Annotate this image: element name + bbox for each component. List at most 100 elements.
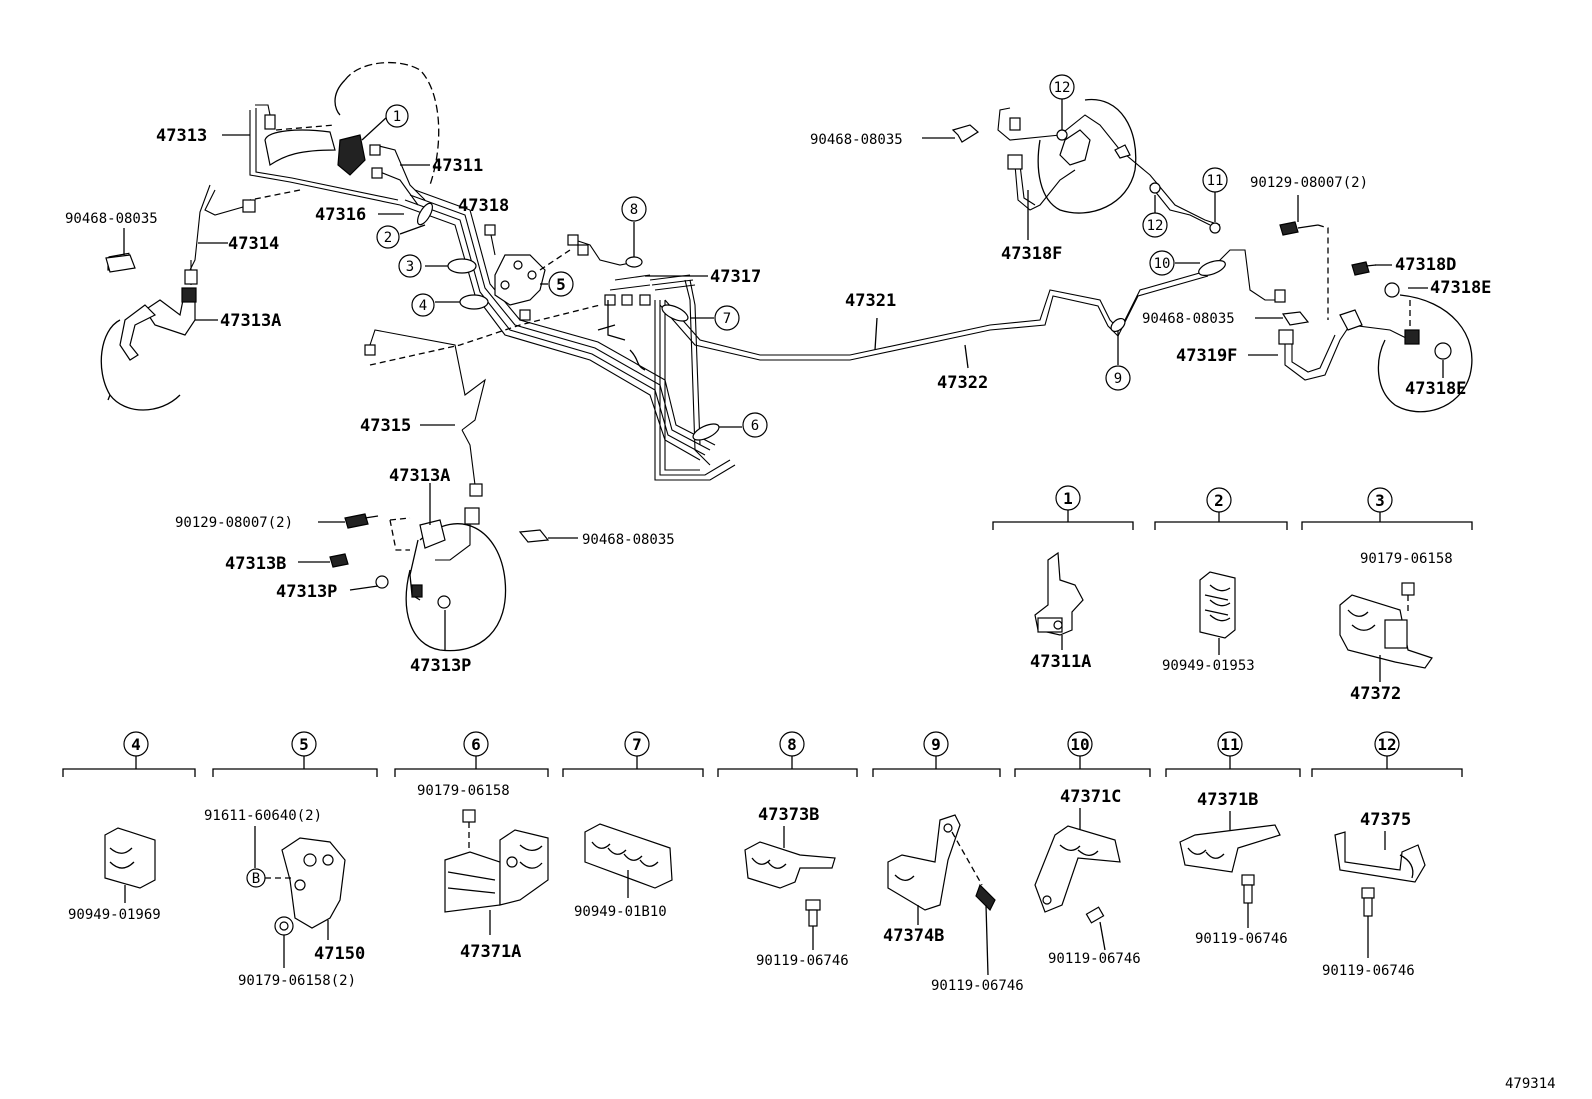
section-7-clamp (584, 823, 673, 898)
svg-text:3: 3 (1375, 491, 1385, 510)
callout-5: 5 (548, 271, 574, 297)
callout-8: 8 (621, 196, 647, 222)
callout-6: 6 (742, 412, 768, 438)
label-47315: 47315 (360, 416, 411, 436)
svg-text:5: 5 (299, 735, 309, 754)
abs-actuator (484, 224, 636, 321)
svg-text:8: 8 (630, 202, 638, 218)
svg-text:7: 7 (723, 311, 731, 327)
label-47313P-a: 47313P (276, 582, 337, 602)
svg-text:3: 3 (406, 259, 414, 275)
section-10-bracket: 47371C (1034, 787, 1121, 951)
bolt-marker-B: B (252, 871, 260, 887)
svg-text:2: 2 (384, 230, 392, 246)
leader-lines (105, 98, 1444, 650)
section-12-num: 12 (1374, 731, 1400, 757)
label-47319F: 47319F (1176, 346, 1237, 366)
svg-text:11: 11 (1207, 173, 1224, 189)
label-90949-01969: 90949-01969 (68, 907, 161, 923)
upper-part-labels: 47313 47311 47316 4 7 3 1 8 90468-08035 4731… (65, 126, 1491, 676)
label-90119-06746-s11: 90119-06746 (1195, 931, 1288, 947)
label-47318D: 47318D (1395, 255, 1456, 275)
section-3-num: 3 (1367, 487, 1393, 513)
label-47311A: 47311A (1030, 652, 1091, 672)
svg-text:4: 4 (419, 298, 427, 314)
section-1-num: 1 (1055, 485, 1081, 511)
label-90119-06746-s12: 90119-06746 (1322, 963, 1415, 979)
svg-text:8: 8 (787, 735, 797, 754)
section-6-bracket: 90179-06158 (417, 783, 549, 935)
label-47316: 47316 (315, 205, 366, 225)
diagram-id: 479314 (1505, 1076, 1556, 1092)
section-number-circles: 1 2 3 4 5 6 7 8 9 10 11 12 (123, 485, 1400, 757)
section-12-bracket: 47375 (1334, 810, 1426, 958)
svg-text:9: 9 (1114, 371, 1122, 387)
section-2-num: 2 (1206, 487, 1232, 513)
section-5-num: 5 (291, 731, 317, 757)
label-90468-a: 90468-08035 (65, 211, 158, 227)
svg-text:10: 10 (1154, 256, 1171, 272)
label-47313P-b: 47313P (410, 656, 471, 676)
label-90129-a: 90129-08007(2) (175, 515, 293, 531)
callout-10: 10 (1149, 250, 1175, 276)
callout-3: 3 (398, 254, 422, 278)
label-47313B: 47313B (225, 554, 286, 574)
callout-4: 4 (411, 293, 435, 317)
section-4-num: 4 (123, 731, 149, 757)
label-90179-06158-s3: 90179-06158 (1360, 551, 1453, 567)
label-47374B: 47374B (883, 926, 944, 946)
rear-right-brake-assembly (1278, 221, 1473, 413)
label-47313: 47313 (156, 126, 207, 146)
svg-text:9: 9 (931, 735, 941, 754)
svg-text:12: 12 (1054, 80, 1071, 96)
section-8-num: 8 (779, 731, 805, 757)
section-9-num: 9 (923, 731, 949, 757)
section-5-bracket: 91611-60640(2) B (204, 808, 346, 968)
svg-text:12: 12 (1377, 735, 1396, 754)
section-11-num: 11 (1217, 731, 1243, 757)
label-47373B: 47373B (758, 805, 819, 825)
front-left-brake-assembly (100, 61, 440, 411)
label-90949-01B10: 90949-01B10 (574, 904, 667, 920)
svg-text:5: 5 (556, 275, 566, 294)
section-6-num: 6 (463, 731, 489, 757)
section-11-bracket: 47371B (1179, 790, 1281, 928)
label-90119-06746-s8: 90119-06746 (756, 953, 849, 969)
section-3-clamp: 90179-06158 (1339, 551, 1453, 682)
label-47318F: 47318F (1001, 244, 1062, 264)
svg-text:2: 2 (1214, 491, 1224, 510)
label-47372: 47372 (1350, 684, 1401, 704)
callout-9: 9 (1105, 365, 1131, 391)
svg-text:4: 4 (131, 735, 141, 754)
callout-12b: 12 (1142, 212, 1168, 238)
section-1-clamp (1034, 551, 1084, 650)
callout-1: 1 (385, 104, 409, 128)
section-4-clamp (104, 827, 156, 903)
label-47322: 47322 (937, 373, 988, 393)
svg-text:11: 11 (1220, 735, 1239, 754)
section-brackets (62, 510, 1473, 777)
label-90119-06746-s10: 90119-06746 (1048, 951, 1141, 967)
svg-text:1: 1 (393, 109, 401, 125)
svg-text:1: 1 (1063, 489, 1073, 508)
label-90119-06746-s9: 90119-06746 (931, 978, 1024, 994)
svg-text:10: 10 (1070, 735, 1089, 754)
label-91611-60640: 91611-60640(2) (204, 808, 322, 824)
label-90468-b: 90468-08035 (582, 532, 675, 548)
label-47375: 47375 (1360, 810, 1411, 830)
svg-text:12: 12 (1147, 218, 1164, 234)
rear-left-brake-assembly (329, 507, 550, 652)
callout-2: 2 (376, 225, 400, 249)
label-47311: 47311 (432, 156, 483, 176)
label-47371C: 47371C (1060, 787, 1121, 807)
label-47371B: 47371B (1197, 790, 1258, 810)
label-47150: 47150 (314, 944, 365, 964)
label-47314: 47314 (228, 234, 279, 254)
callout-12a: 12 (1049, 74, 1075, 100)
section-7-num: 7 (624, 731, 650, 757)
callout-11: 11 (1202, 167, 1228, 193)
label-90129-b: 90129-08007(2) (1250, 175, 1368, 191)
label-47318E-b: 47318E (1405, 379, 1466, 399)
callout-circles: 1 2 3 4 5 6 7 8 9 10 11 12 12 (376, 74, 1228, 438)
